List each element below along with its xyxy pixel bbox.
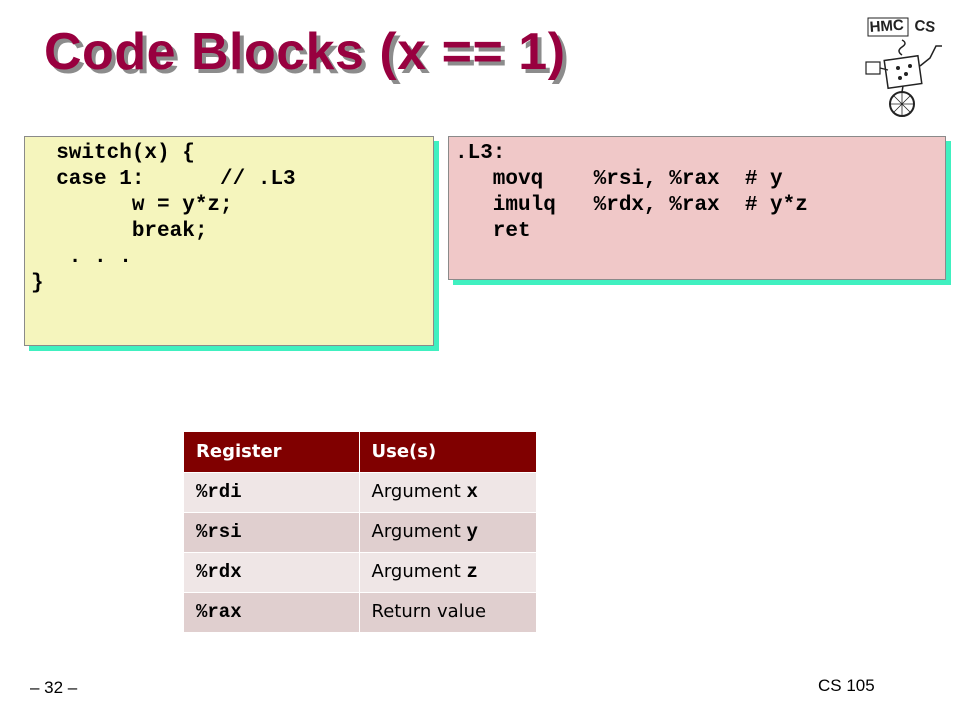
register-name: %rdi [196, 481, 242, 503]
slide-title: Code Blocks (x == 1) [44, 23, 566, 81]
register-name: %rdx [196, 561, 242, 583]
use-cell: Return value [359, 591, 536, 632]
use-cell: Argument x [359, 471, 536, 512]
use-text: Return value [371, 601, 487, 623]
use-variable: x [466, 481, 478, 503]
hmc-cs-logo-icon: HMC CS [865, 17, 942, 117]
register-cell: %rdx [184, 551, 360, 592]
asm-code-line: ret [455, 220, 531, 243]
svg-text:HMC: HMC [869, 17, 904, 36]
use-cell: Argument z [359, 551, 536, 592]
use-variable: z [466, 561, 478, 583]
c-code-box: switch(x) { case 1: // .L3 w = y*z; brea… [24, 136, 434, 346]
assembly-code-box: .L3: movq %rsi, %rax # y imulq %rdx, %ra… [448, 136, 946, 280]
c-code-line: break; [31, 220, 208, 243]
course-label: CS 105 [818, 676, 875, 695]
register-name: %rax [196, 601, 242, 624]
use-text: Argument [371, 561, 467, 582]
table-row: %rdx Argument z [184, 551, 536, 592]
register-cell: %rsi [184, 511, 360, 552]
register-cell: %rdi [184, 471, 360, 512]
use-variable: y [466, 521, 478, 543]
register-cell: %rax [184, 591, 360, 632]
table-header-row: Register Use(s) [184, 432, 536, 472]
c-code-line: w = y*z; [31, 194, 233, 217]
table-row: %rsi Argument y [184, 511, 536, 552]
column-header-uses: Use(s) [359, 432, 536, 472]
c-code-line: } [31, 272, 44, 295]
c-code-line: case 1: // .L3 [31, 168, 296, 191]
asm-code-line: movq %rsi, %rax # y [455, 168, 783, 191]
c-code-line: switch(x) { [31, 142, 195, 165]
svg-text:CS: CS [914, 17, 937, 36]
register-table: Register Use(s) %rdi Argument x %rsi Arg… [184, 432, 536, 632]
table-row: %rdi Argument x [184, 471, 536, 512]
use-text: Argument [371, 521, 467, 542]
c-code-line: . . . [31, 246, 132, 269]
column-header-register: Register [184, 432, 360, 472]
asm-code-line: imulq %rdx, %rax # y*z [455, 194, 808, 217]
use-text: Argument [371, 481, 467, 502]
use-cell: Argument y [359, 511, 536, 552]
page-number: – 32 – [30, 678, 78, 697]
register-name: %rsi [196, 521, 242, 543]
asm-code-line: .L3: [455, 142, 506, 165]
table-row: %rax Return value [184, 591, 536, 632]
